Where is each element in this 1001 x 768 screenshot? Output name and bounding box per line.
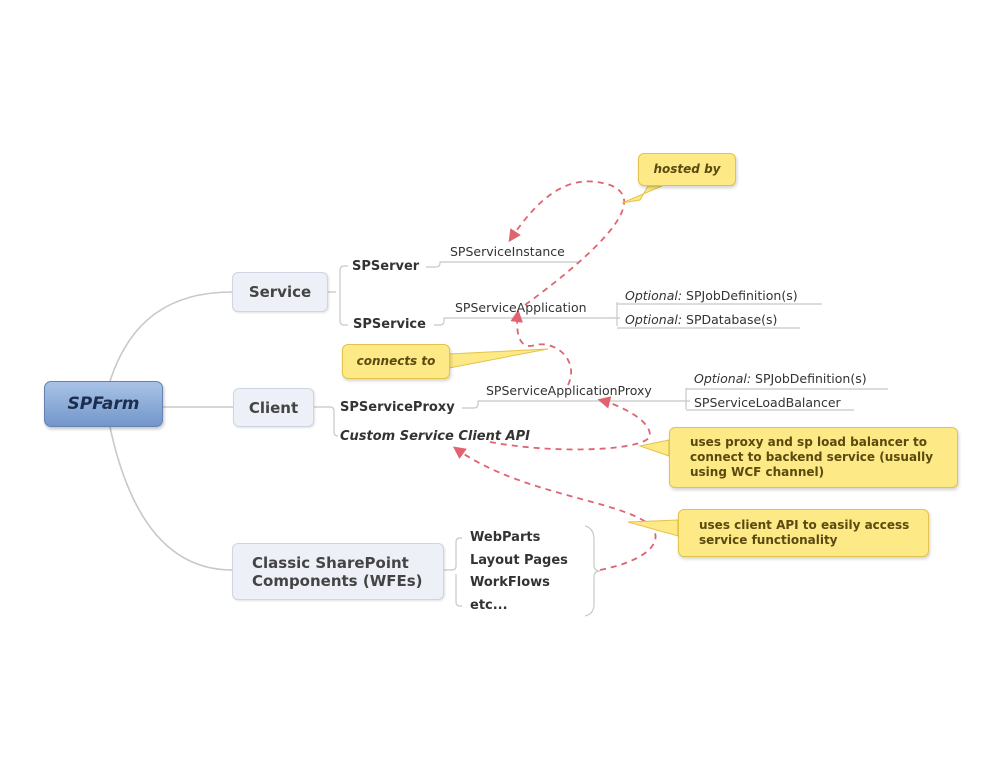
leaf-spserviceapplicationproxy[interactable]: SPServiceApplicationProxy [486,383,652,398]
topic-service[interactable]: Service [232,272,328,312]
optional-prefix: Optional: [694,371,752,386]
classic-right-brace [584,525,601,617]
central-topic-spfarm[interactable]: SPFarm [44,381,163,427]
callout-hosted-by[interactable]: hosted by [638,153,736,186]
central-topic-label: SPFarm [67,394,140,414]
connector-spserver-instance [426,261,578,268]
connector-proxy-applicationproxy [462,400,690,409]
leaf-spserviceinstance[interactable]: SPServiceInstance [450,244,565,259]
subtopic-custom-service-client-api[interactable]: Custom Service Client API [340,429,531,444]
leaf-etc[interactable]: etc... [470,598,508,613]
callout-pointer-connects-to [448,348,549,369]
callout-pointer-client-note [627,519,679,537]
optional-item-text: SPJobDefinition(s) [686,288,798,303]
connector-farm-classic [109,426,233,571]
connector-classic-bracket [444,537,462,607]
callout-pointer-proxy-note [638,439,670,457]
topic-service-label: Service [248,283,312,301]
topic-classic-sharepoint[interactable]: Classic SharePoint Components (WFEs) [232,543,444,600]
leaf-layout-pages[interactable]: Layout Pages [470,553,568,568]
optional-item-text: SPDatabase(s) [686,312,778,327]
connector-spservice-application [434,317,620,326]
topic-client-label: Client [248,398,299,417]
connector-applicationproxy-items [685,388,888,411]
subtopic-spserviceproxy[interactable]: SPServiceProxy [340,400,455,415]
relationship-connects-to [510,309,572,386]
topic-client[interactable]: Client [233,388,314,427]
leaf-spserviceapplication[interactable]: SPServiceApplication [455,300,587,315]
callout-client-api[interactable]: uses client API to easily access service… [678,509,929,557]
relationship-proxy-note [489,396,651,451]
leaf-proxy-jobdefinitions[interactable]: Optional: SPJobDefinition(s) [694,371,867,387]
optional-item-text: SPJobDefinition(s) [755,371,867,386]
connector-application-optional [612,302,822,329]
leaf-workflows[interactable]: WorkFlows [470,575,550,590]
subtopic-spserver[interactable]: SPServer [352,259,420,274]
optional-prefix: Optional: [625,288,683,303]
connector-farm-service [109,291,233,382]
connector-client-bracket [314,406,339,437]
callout-pointer-hosted-by [621,185,663,204]
leaf-spserviceloadbalancer[interactable]: SPServiceLoadBalancer [694,395,841,410]
leaf-webparts[interactable]: WebParts [470,530,541,545]
callout-proxy-load-balancer[interactable]: uses proxy and sp load balancer to conne… [669,427,958,488]
optional-prefix: Optional: [625,312,683,327]
leaf-service-jobdefinitions[interactable]: Optional: SPJobDefinition(s) [625,288,798,304]
topic-classic-label-line1: Classic SharePoint [252,553,409,572]
leaf-service-databases[interactable]: Optional: SPDatabase(s) [625,312,777,328]
topic-classic-label-line2: Components (WFEs) [252,571,423,590]
connector-service-bracket [328,265,348,326]
relationship-hosted-by [508,180,625,306]
relationship-client-note [452,446,657,571]
subtopic-spservice[interactable]: SPService [353,317,426,332]
callout-connects-to[interactable]: connects to [342,344,450,379]
